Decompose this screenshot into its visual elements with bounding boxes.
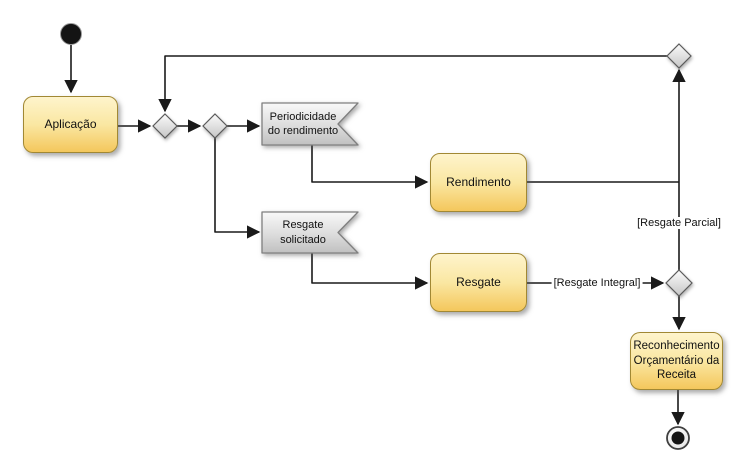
- top-merge-diamond: [666, 43, 692, 69]
- resgate-decision-diamond: [665, 269, 693, 297]
- activity-aplicacao-label: Aplicação: [44, 116, 97, 131]
- edge-decision-to-resgatesolicitado: [214, 138, 261, 239]
- activity-rendimento: Rendimento: [430, 153, 527, 212]
- merge-diamond: [152, 113, 178, 139]
- initial-node-icon: [60, 23, 82, 45]
- edge-resgatesolicitado-to-resgate: [311, 253, 429, 290]
- final-node-icon: [671, 431, 685, 445]
- edge-periodicidade-to-rendimento: [311, 145, 429, 189]
- decision-diamond: [202, 113, 228, 139]
- edge-topmerge-to-merge: [158, 55, 667, 113]
- guard-resgate-parcial: [Resgate Parcial]: [635, 217, 723, 229]
- activity-rendimento-label: Rendimento: [446, 174, 511, 189]
- signal-resgate-solicitado-shape: [261, 211, 359, 254]
- activity-reconhecimento: Reconhecimento Orçamentário da Receita: [630, 332, 723, 390]
- activity-aplicacao: Aplicação: [23, 96, 118, 153]
- guard-resgate-integral: [Resgate Integral]: [551, 277, 643, 289]
- activity-reconhecimento-label: Reconhecimento Orçamentário da Receita: [633, 339, 720, 382]
- activity-resgate: Resgate: [430, 253, 527, 312]
- signal-periodicidade-shape: [261, 102, 359, 146]
- activity-resgate-label: Resgate: [456, 274, 501, 289]
